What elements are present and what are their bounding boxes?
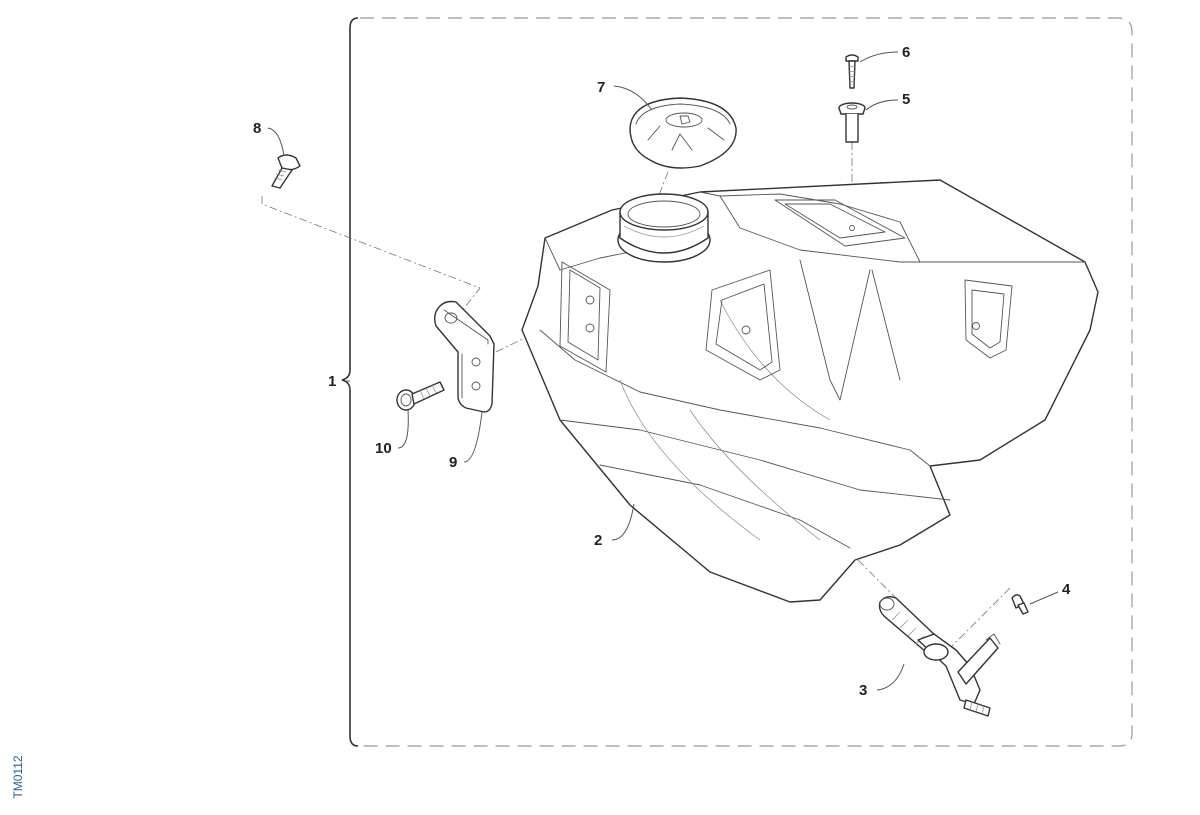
callout-leaders <box>267 51 1059 691</box>
screw-4 <box>1011 594 1029 615</box>
document-code-text: TM0112 <box>11 755 25 799</box>
assembly-group-frame <box>341 17 1133 747</box>
callout-labels: 1 2 3 4 5 6 7 8 9 10 <box>253 44 1071 699</box>
filler-cap <box>629 97 737 169</box>
callout-7: 7 <box>597 79 605 96</box>
grommet-5 <box>838 102 866 143</box>
callout-10: 10 <box>375 440 392 457</box>
fuel-tank <box>521 179 1099 603</box>
callout-5: 5 <box>902 91 910 108</box>
callout-3: 3 <box>859 682 867 699</box>
bolt-8 <box>271 154 301 189</box>
bolt-10 <box>396 381 445 411</box>
callout-9: 9 <box>449 454 457 471</box>
fuel-tap <box>878 595 1001 717</box>
assembly-brace <box>341 17 359 747</box>
callout-2: 2 <box>594 532 602 549</box>
mounting-bracket <box>433 300 495 413</box>
document-code: TM0112 <box>6 752 30 802</box>
callout-8: 8 <box>253 120 261 137</box>
callout-1: 1 <box>328 373 336 390</box>
callout-6: 6 <box>902 44 910 61</box>
bolt-6 <box>845 54 859 89</box>
callout-4: 4 <box>1062 581 1071 598</box>
